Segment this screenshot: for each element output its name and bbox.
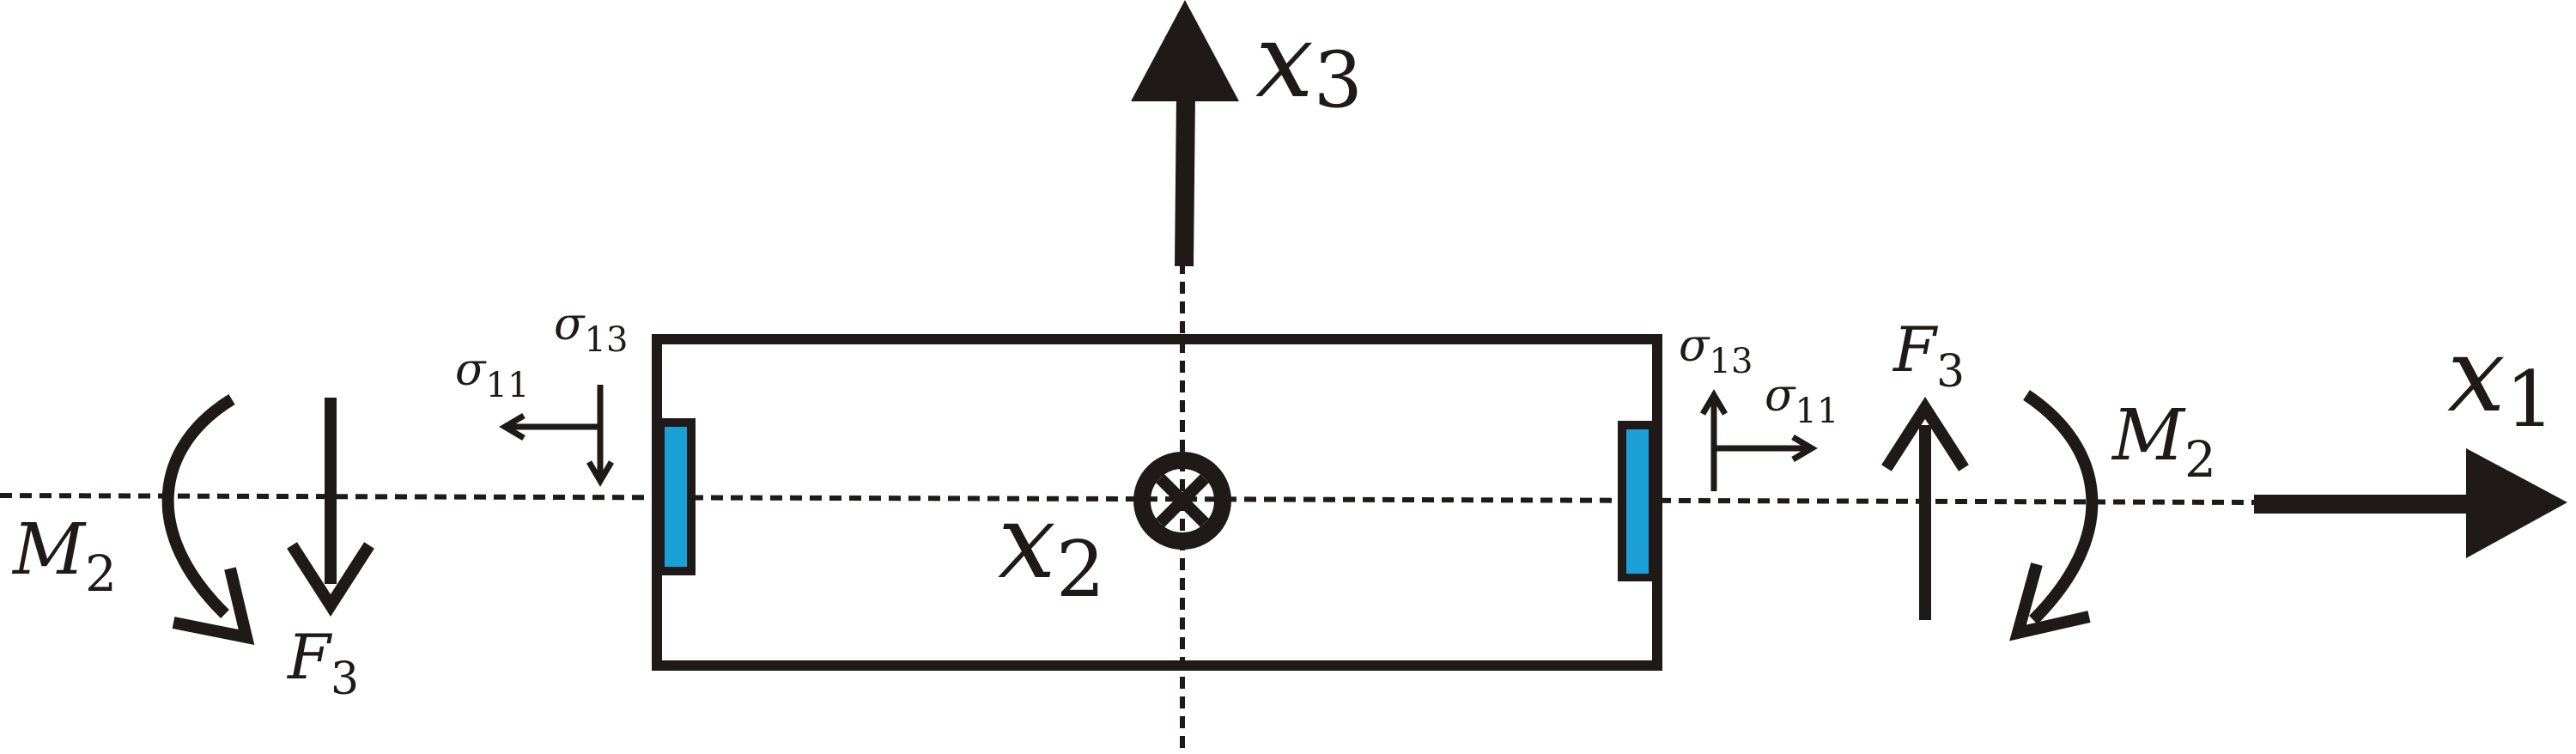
right-f3-label: F3	[1892, 313, 1965, 398]
left-sigma11-arrow	[499, 412, 598, 441]
right-m2-label: M2	[2111, 395, 2216, 489]
left-sigma13-arrow	[586, 385, 615, 487]
x1-axis-arrow	[2254, 448, 2567, 558]
right-sigma11-arrow	[1714, 434, 1818, 463]
x3-label: x3	[1255, 2, 1363, 125]
x3-axis-arrow	[1131, 0, 1239, 267]
left-m2-label: M2	[11, 509, 117, 603]
x2-label: x2	[998, 483, 1105, 615]
left-stress-patch	[658, 418, 696, 575]
right-sigma13-arrow	[1699, 389, 1728, 491]
right-stress-patch	[1618, 421, 1656, 581]
left-m2-moment-arrow	[161, 394, 255, 646]
right-sigma11-label: σ11	[1765, 370, 1838, 431]
cross-section-rectangle	[652, 334, 1662, 671]
circled-cross-icon	[1133, 452, 1231, 550]
left-sigma13-label: σ13	[554, 299, 628, 360]
right-f3-arrow	[1881, 397, 1969, 620]
right-sigma13-label: σ13	[1679, 320, 1753, 381]
left-sigma11-label: σ11	[455, 344, 529, 405]
x1-label: x1	[2447, 316, 2555, 445]
left-f3-arrow	[287, 398, 374, 617]
x1-centerline	[0, 493, 2255, 505]
right-m2-moment-arrow	[2009, 390, 2099, 642]
left-f3-label: F3	[286, 621, 359, 705]
